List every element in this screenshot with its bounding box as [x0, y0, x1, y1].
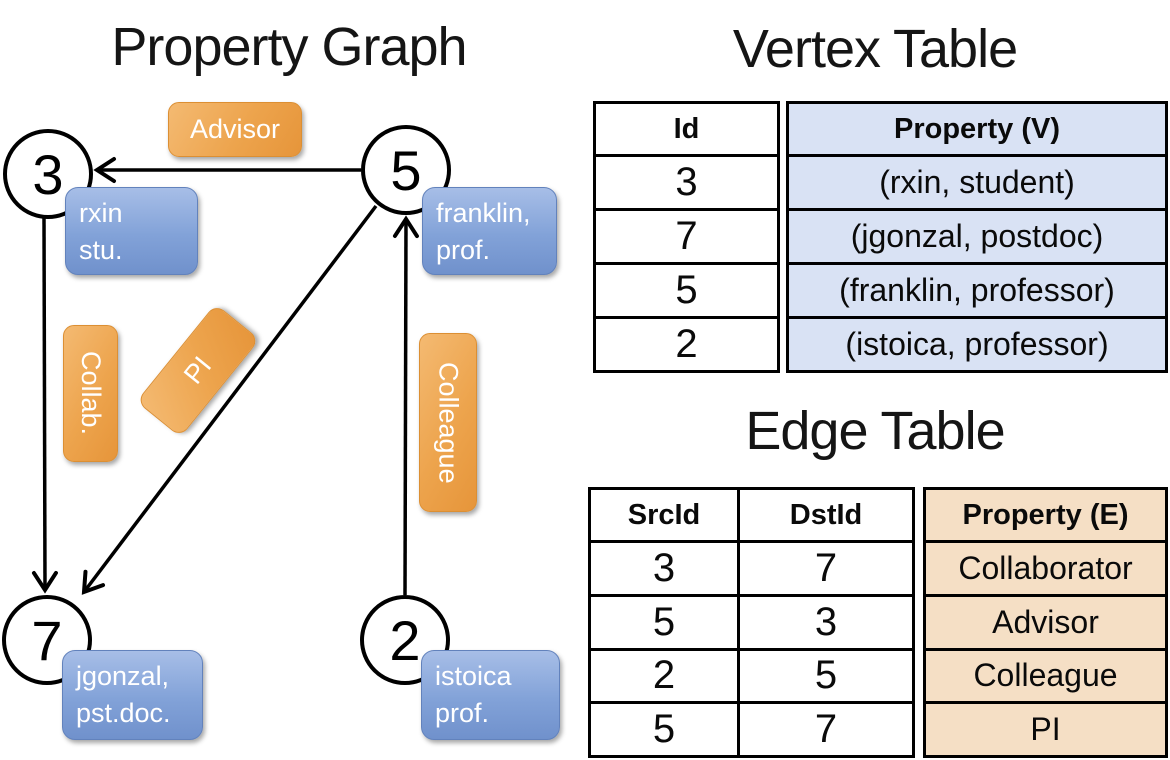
edge-label-advisor-text: Advisor: [189, 114, 281, 144]
edge-label-collab-text: Collab.: [76, 351, 106, 436]
edge-label-advisor: Advisor: [168, 102, 302, 157]
vertex-property-label-5: franklin, prof.: [422, 187, 557, 275]
vertex-table-property-cell: (rxin, student): [789, 157, 1165, 211]
vertex-table-id-cell: 5: [596, 265, 777, 319]
vertex-node-2-id: 2: [389, 608, 421, 672]
edge-table-property-cell: Colleague: [926, 651, 1165, 705]
vertex-table-id-column: Id 3 7 5 2: [593, 101, 780, 373]
vertex-property-label-5-line2: prof.: [436, 235, 491, 266]
vertex-table-property-header: Property (V): [789, 104, 1165, 157]
edge-label-collab: Collab.: [63, 325, 118, 462]
vertex-table-property-cell: (jgonzal, postdoc): [789, 211, 1165, 265]
edge-table-dst-cell: 5: [814, 653, 838, 698]
vertex-node-3: 3: [3, 129, 93, 219]
vertex-property-label-3: rxin stu.: [65, 187, 198, 275]
vertex-property-label-2-line1: istoica: [435, 661, 512, 691]
edge-table-property-cell: Advisor: [926, 597, 1165, 651]
vertex-table-property-cell: (istoica, professor): [845, 326, 1109, 362]
edge-table-src-cell: 2: [591, 650, 740, 702]
edge-colleague-2-5: [392, 215, 419, 596]
edge-table-property-column: Property (E) Collaborator Advisor Collea…: [923, 487, 1168, 758]
vertex-table-title: Vertex Table: [732, 19, 1018, 79]
vertex-property-label-2: istoica prof.: [421, 650, 560, 740]
edge-label-pi-text: PI: [177, 350, 218, 390]
vertex-table-property-column: Property (V) (rxin, student) (jgonzal, p…: [786, 101, 1168, 373]
edge-label-colleague: Colleague: [419, 333, 477, 512]
vertex-property-label-7-line2: pst.doc.: [76, 698, 171, 729]
edge-table-row: 3 7: [591, 543, 912, 597]
vertex-node-5-id: 5: [390, 138, 422, 202]
vertex-property-label-2-line2: prof.: [435, 698, 490, 729]
edge-table-srcid-header: SrcId: [591, 490, 740, 540]
vertex-property-label-3-line1: rxin: [79, 198, 123, 228]
vertex-property-label-5-line1: franklin,: [436, 198, 531, 228]
vertex-property-label-3-line2: stu.: [79, 235, 123, 266]
edge-pi-5-7: [81, 204, 378, 595]
edge-table-src-dst-columns: SrcId DstId 3 7 5 3 2 5 5 7: [588, 487, 915, 758]
edge-label-colleague-text: Colleague: [433, 361, 464, 484]
vertex-table-id-cell: 3: [596, 157, 777, 211]
edge-table-property-cell: PI: [1030, 711, 1061, 748]
vertex-table-id-header: Id: [596, 104, 777, 157]
edge-table-dst-cell: 7: [814, 545, 838, 590]
edge-table-row: 5 3: [591, 596, 912, 651]
vertex-property-label-7-line1: jgonzal,: [76, 661, 170, 691]
vertex-node-7-id: 7: [31, 608, 63, 672]
edge-table-dstid-header: DstId: [789, 498, 863, 531]
edge-collab-3-7: [31, 217, 58, 594]
vertex-table-id-cell: 7: [596, 211, 777, 265]
edge-table-src-cell: 5: [591, 704, 740, 755]
edge-table-row: 2 5: [591, 650, 912, 705]
property-graph-title: Property Graph: [111, 17, 467, 77]
vertex-table-property-cell: (franklin, professor): [789, 265, 1165, 319]
vertex-property-label-7: jgonzal, pst.doc.: [62, 650, 203, 740]
edge-table-dst-cell: 7: [814, 707, 838, 752]
edge-table-title: Edge Table: [745, 401, 1005, 461]
edge-table-src-cell: 5: [591, 596, 740, 648]
edge-table-row: 5 7: [591, 704, 912, 755]
vertex-node-3-id: 3: [32, 142, 64, 206]
vertex-table-id-cell: 2: [675, 322, 698, 366]
edge-table-property-header: Property (E): [926, 490, 1165, 543]
edge-table-property-cell: Collaborator: [926, 543, 1165, 597]
edge-table-dst-cell: 3: [814, 599, 838, 644]
edge-table-src-cell: 3: [591, 543, 740, 594]
